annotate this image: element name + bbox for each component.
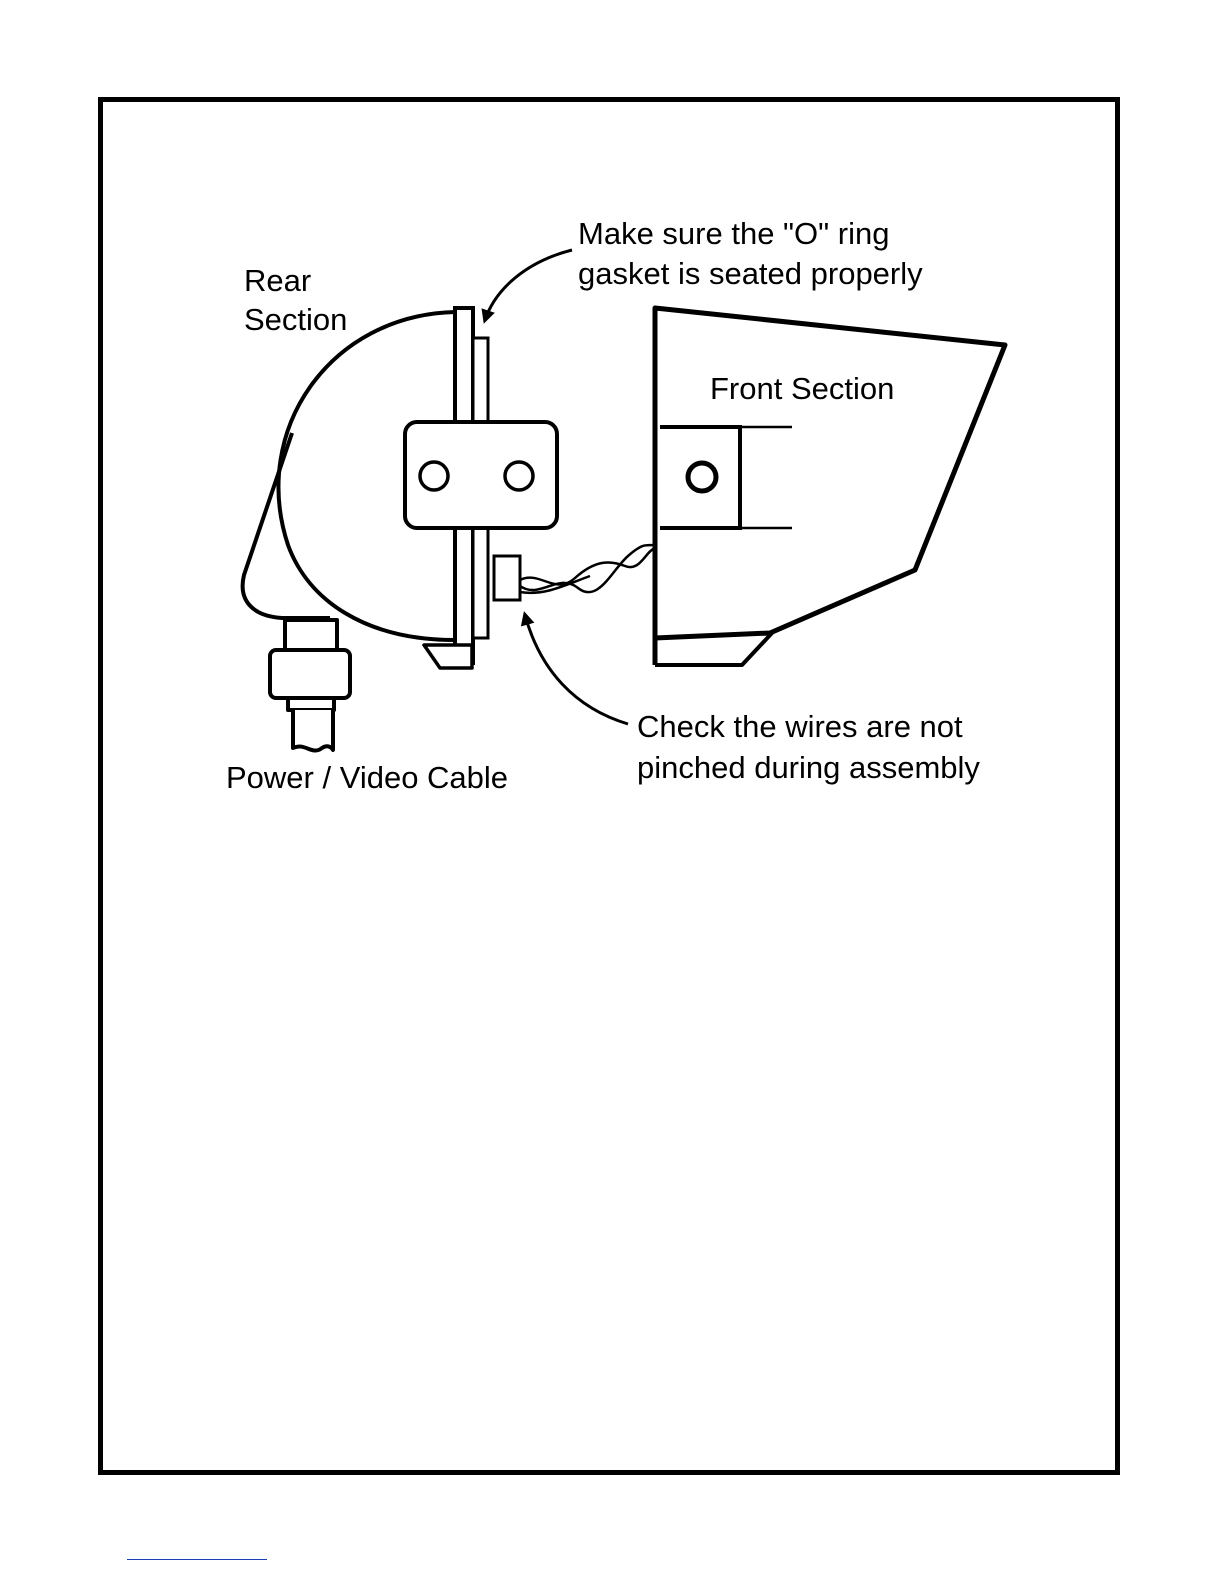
wires-note-line2: pinched during assembly <box>637 750 980 785</box>
cable-label: Power / Video Cable <box>226 760 508 795</box>
gasket-note-line1: Make sure the "O" ring <box>578 216 889 251</box>
wires-note-line1: Check the wires are not <box>637 709 963 744</box>
front-bracket-hole <box>688 463 716 491</box>
bracket-hole-left <box>420 462 448 490</box>
rear-section-foot <box>424 645 472 668</box>
bracket-hole-right <box>505 462 533 490</box>
rear-section-label-line2: Section <box>244 302 347 337</box>
wires-callout-arrow <box>525 615 628 724</box>
gasket-callout-arrow <box>485 250 572 320</box>
gasket-note-line2: gasket is seated properly <box>578 256 923 291</box>
power-video-cable <box>270 620 350 751</box>
rear-section-label-line1: Rear <box>244 263 311 298</box>
wire-connector <box>494 556 520 600</box>
front-section-label: Front Section <box>710 371 894 406</box>
connecting-wires <box>520 545 655 593</box>
footer-rule <box>127 1559 267 1560</box>
